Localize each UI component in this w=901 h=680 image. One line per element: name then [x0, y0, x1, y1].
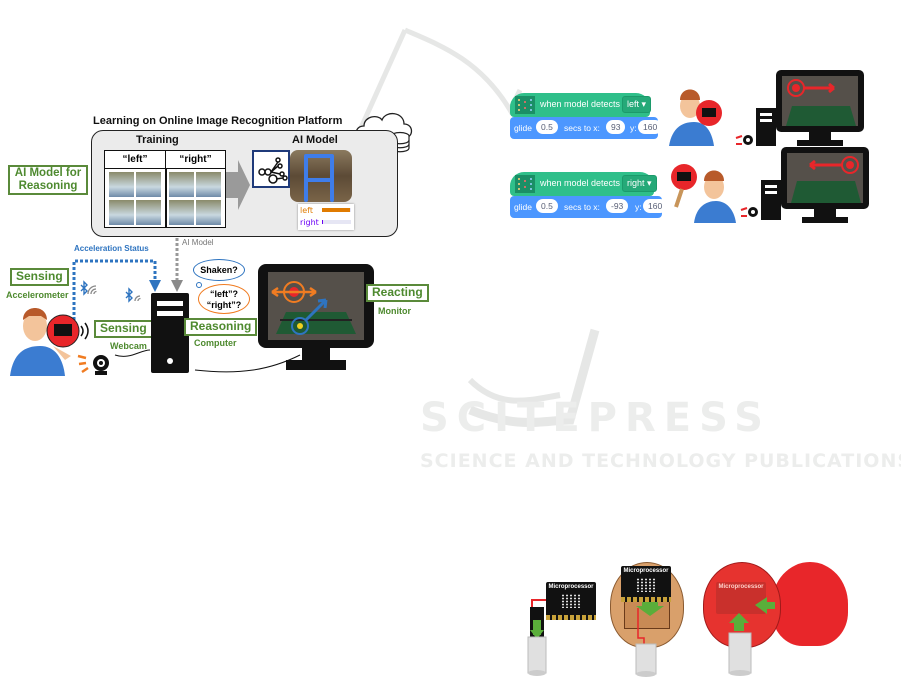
- label-line: Reasoning: [18, 180, 78, 193]
- reasoning-label: Reasoning: [184, 318, 258, 336]
- thought-bubble-direction: “left”? “right”?: [198, 284, 250, 314]
- sensing-webcam-label: Sensing: [94, 320, 153, 338]
- handle-step2: [635, 602, 664, 677]
- training-image: [169, 200, 194, 225]
- result-bar-right: [322, 220, 351, 224]
- thought-bubble-shaken: Shaken?: [193, 259, 245, 281]
- microprocessor-board: Microprocessor: [621, 566, 671, 602]
- webcam-label: Webcam: [110, 341, 147, 351]
- dropdown-value: right: [627, 178, 645, 188]
- platform-title: Learning on Online Image Recognition Pla…: [93, 115, 343, 127]
- arrow-right-icon: [224, 160, 250, 210]
- microprocessor-label: Microprocessor: [623, 568, 669, 574]
- thought-line: “left”?: [210, 289, 238, 299]
- secs-label: secs to x:: [564, 202, 600, 212]
- event-block[interactable]: when model detects left ▾: [510, 93, 652, 117]
- y-input[interactable]: 160: [638, 120, 663, 134]
- scene-right-swing: [671, 147, 869, 223]
- neural-network-icon: [258, 157, 288, 184]
- y-input[interactable]: 160: [643, 199, 668, 213]
- computer-label: Computer: [194, 338, 237, 348]
- model-extension-icon: [515, 96, 535, 114]
- x-input[interactable]: -93: [606, 199, 629, 213]
- label-line: AI Model for: [14, 167, 82, 179]
- training-image: [109, 200, 134, 225]
- sensing-label: Sensing: [10, 268, 69, 286]
- class-label-right: “right”: [166, 151, 225, 169]
- player-illustration: [10, 308, 89, 376]
- x-input[interactable]: 93: [606, 120, 626, 134]
- webcam-icon: [77, 354, 109, 375]
- model-icon-box: [252, 150, 290, 188]
- monitor-icon: [258, 264, 374, 370]
- pose-skeleton-icon: [304, 154, 334, 202]
- secs-input[interactable]: 0.5: [536, 120, 558, 134]
- class-label-left: “left”: [105, 151, 166, 169]
- dropdown-value: left: [627, 99, 640, 109]
- monitor-label: Monitor: [378, 306, 411, 316]
- handle-step3: [728, 597, 775, 676]
- scene-left-swing: [669, 70, 864, 146]
- watermark-title: SCITEPRESS: [420, 395, 771, 441]
- event-text: when model detects: [540, 99, 621, 109]
- model-extension-icon: [515, 175, 535, 193]
- ai-model-arrow-label: AI Model: [182, 238, 214, 247]
- event-block[interactable]: when model detects right ▾: [510, 172, 657, 196]
- training-image: [136, 200, 161, 225]
- training-image: [136, 172, 161, 197]
- class-dropdown[interactable]: right ▾: [622, 175, 657, 192]
- training-image: [109, 172, 134, 197]
- training-image: [196, 200, 221, 225]
- accelerometer-label: Accelerometer: [6, 290, 69, 300]
- computer-tower-icon: [125, 287, 189, 373]
- microprocessor-label: Microprocessor: [548, 584, 594, 590]
- result-label-right: right: [300, 218, 319, 227]
- training-label: Training: [136, 134, 179, 146]
- result-bar-fill: [322, 220, 324, 224]
- microprocessor-board-covered: Microprocessor: [716, 582, 766, 614]
- secs-input[interactable]: 0.5: [536, 199, 558, 213]
- training-image: [196, 172, 221, 197]
- result-panel: left right: [298, 204, 354, 230]
- cable-lines: [114, 349, 301, 373]
- event-text: when model detects: [540, 178, 621, 188]
- glide-text: glide: [514, 202, 532, 212]
- result-bar-fill: [322, 208, 350, 212]
- microprocessor-board: Microprocessor: [546, 582, 596, 620]
- glide-text: glide: [514, 123, 532, 133]
- ai-model-for-reasoning-label: AI Model for Reasoning: [8, 165, 88, 196]
- red-paddle-cover: [772, 562, 848, 646]
- glide-block[interactable]: glide 0.5 secs to x: -93 y: 160: [510, 196, 668, 218]
- watermark-subtitle: SCIENCE AND TECHNOLOGY PUBLICATIONS: [420, 450, 901, 472]
- y-label: y:: [635, 202, 642, 212]
- glide-block[interactable]: glide 0.5 secs to x: 93 y: 160: [510, 117, 663, 139]
- acceleration-status-label: Acceleration Status: [74, 244, 149, 253]
- training-image: [169, 172, 194, 197]
- secs-label: secs to x:: [564, 123, 600, 133]
- handle-step1: [527, 599, 550, 676]
- y-label: y:: [630, 123, 637, 133]
- microprocessor-label: Microprocessor: [718, 584, 764, 590]
- reacting-label: Reacting: [366, 284, 429, 302]
- pose-detection-image: [290, 150, 352, 202]
- thought-dot: [196, 282, 202, 288]
- bluetooth-signal-icon: [80, 280, 97, 296]
- acceleration-path: [72, 259, 157, 330]
- result-label-left: left: [300, 206, 313, 215]
- thought-line: “right”?: [206, 300, 242, 310]
- class-dropdown[interactable]: left ▾: [622, 96, 652, 113]
- training-table: “left” “right”: [104, 150, 226, 228]
- result-bar-left: [322, 208, 351, 212]
- connection-arrows: [149, 238, 183, 292]
- ai-model-label: AI Model: [292, 134, 338, 146]
